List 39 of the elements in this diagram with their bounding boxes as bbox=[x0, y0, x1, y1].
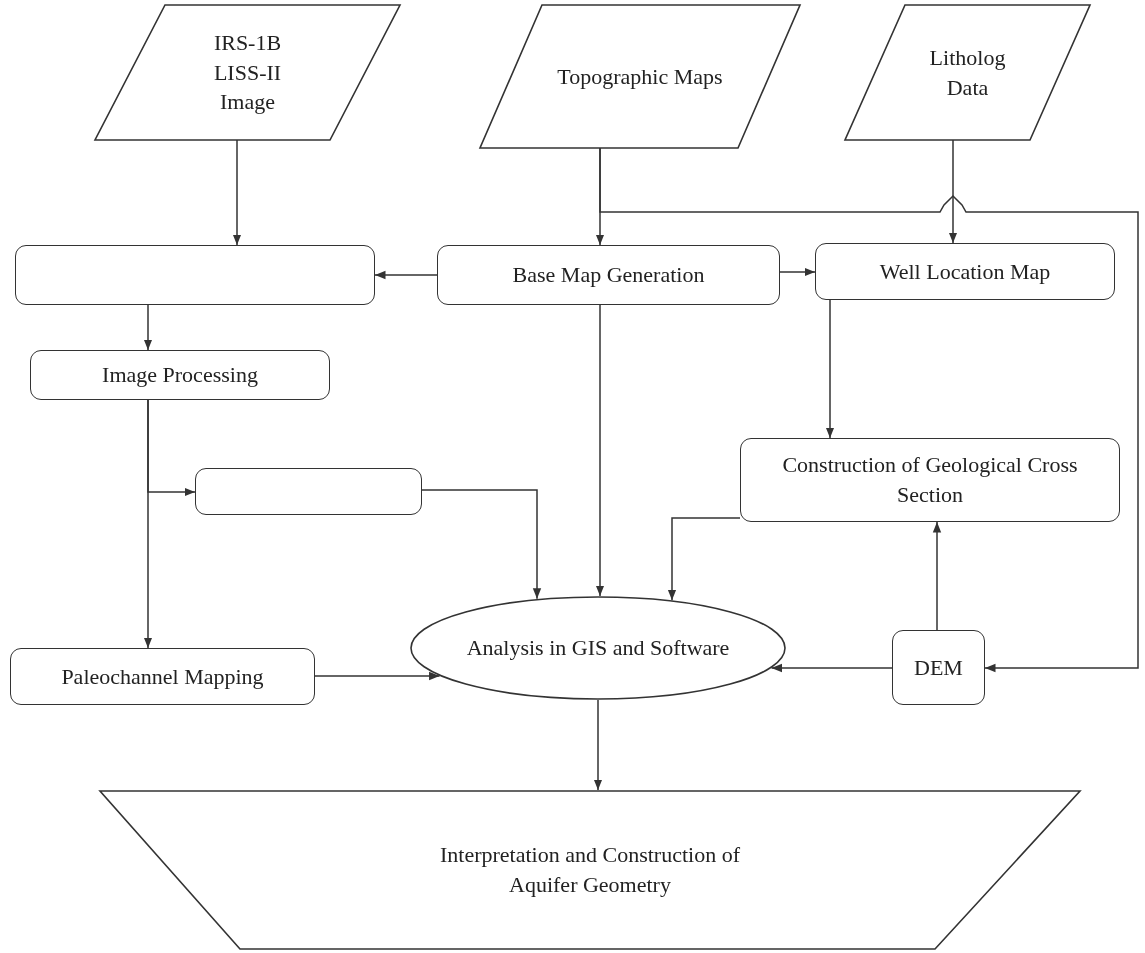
arrow bbox=[948, 139, 958, 244]
arrow bbox=[374, 270, 438, 280]
node-label: Topographic Maps bbox=[557, 62, 723, 91]
arrow bbox=[825, 299, 835, 439]
node-label: IRS-1B LISS-II Image bbox=[212, 28, 283, 117]
node-label: Analysis in GIS and Software bbox=[466, 634, 730, 663]
process-box bbox=[30, 350, 330, 400]
arrow bbox=[143, 304, 153, 351]
node-label: DEM bbox=[914, 653, 963, 682]
node-label: Base Map Generation bbox=[512, 261, 705, 290]
node-label: Paleochannel Mapping bbox=[61, 662, 264, 691]
process-box bbox=[10, 648, 315, 705]
output-trapezoid bbox=[100, 790, 1080, 950]
node-label: Litholog Data bbox=[928, 43, 1007, 102]
process-box bbox=[195, 468, 422, 515]
arrow bbox=[599, 147, 1139, 673]
arrow bbox=[667, 517, 741, 601]
process-box bbox=[892, 630, 985, 705]
arrow bbox=[147, 399, 196, 497]
process-box bbox=[740, 438, 1120, 522]
arrow bbox=[593, 699, 603, 791]
data-input-parallelogram bbox=[95, 5, 400, 140]
process-box bbox=[815, 243, 1115, 300]
arrow bbox=[932, 521, 942, 631]
arrow bbox=[595, 304, 605, 597]
node-label: Image Processing bbox=[102, 361, 258, 390]
data-input-parallelogram bbox=[480, 5, 800, 148]
node-label: Construction of Geological Cross Section bbox=[781, 451, 1079, 509]
node-label: Well Location Map bbox=[879, 257, 1051, 286]
arrow bbox=[232, 139, 242, 246]
arrow bbox=[779, 267, 816, 277]
process-box bbox=[15, 245, 375, 305]
node-label: Interpretation and Construction of Aquifer Geometry bbox=[439, 841, 741, 899]
arrow bbox=[314, 671, 441, 681]
arrow bbox=[421, 489, 542, 600]
analysis-ellipse bbox=[410, 596, 786, 700]
data-input-parallelogram bbox=[845, 5, 1090, 140]
process-box bbox=[437, 245, 780, 305]
arrow bbox=[770, 663, 893, 673]
